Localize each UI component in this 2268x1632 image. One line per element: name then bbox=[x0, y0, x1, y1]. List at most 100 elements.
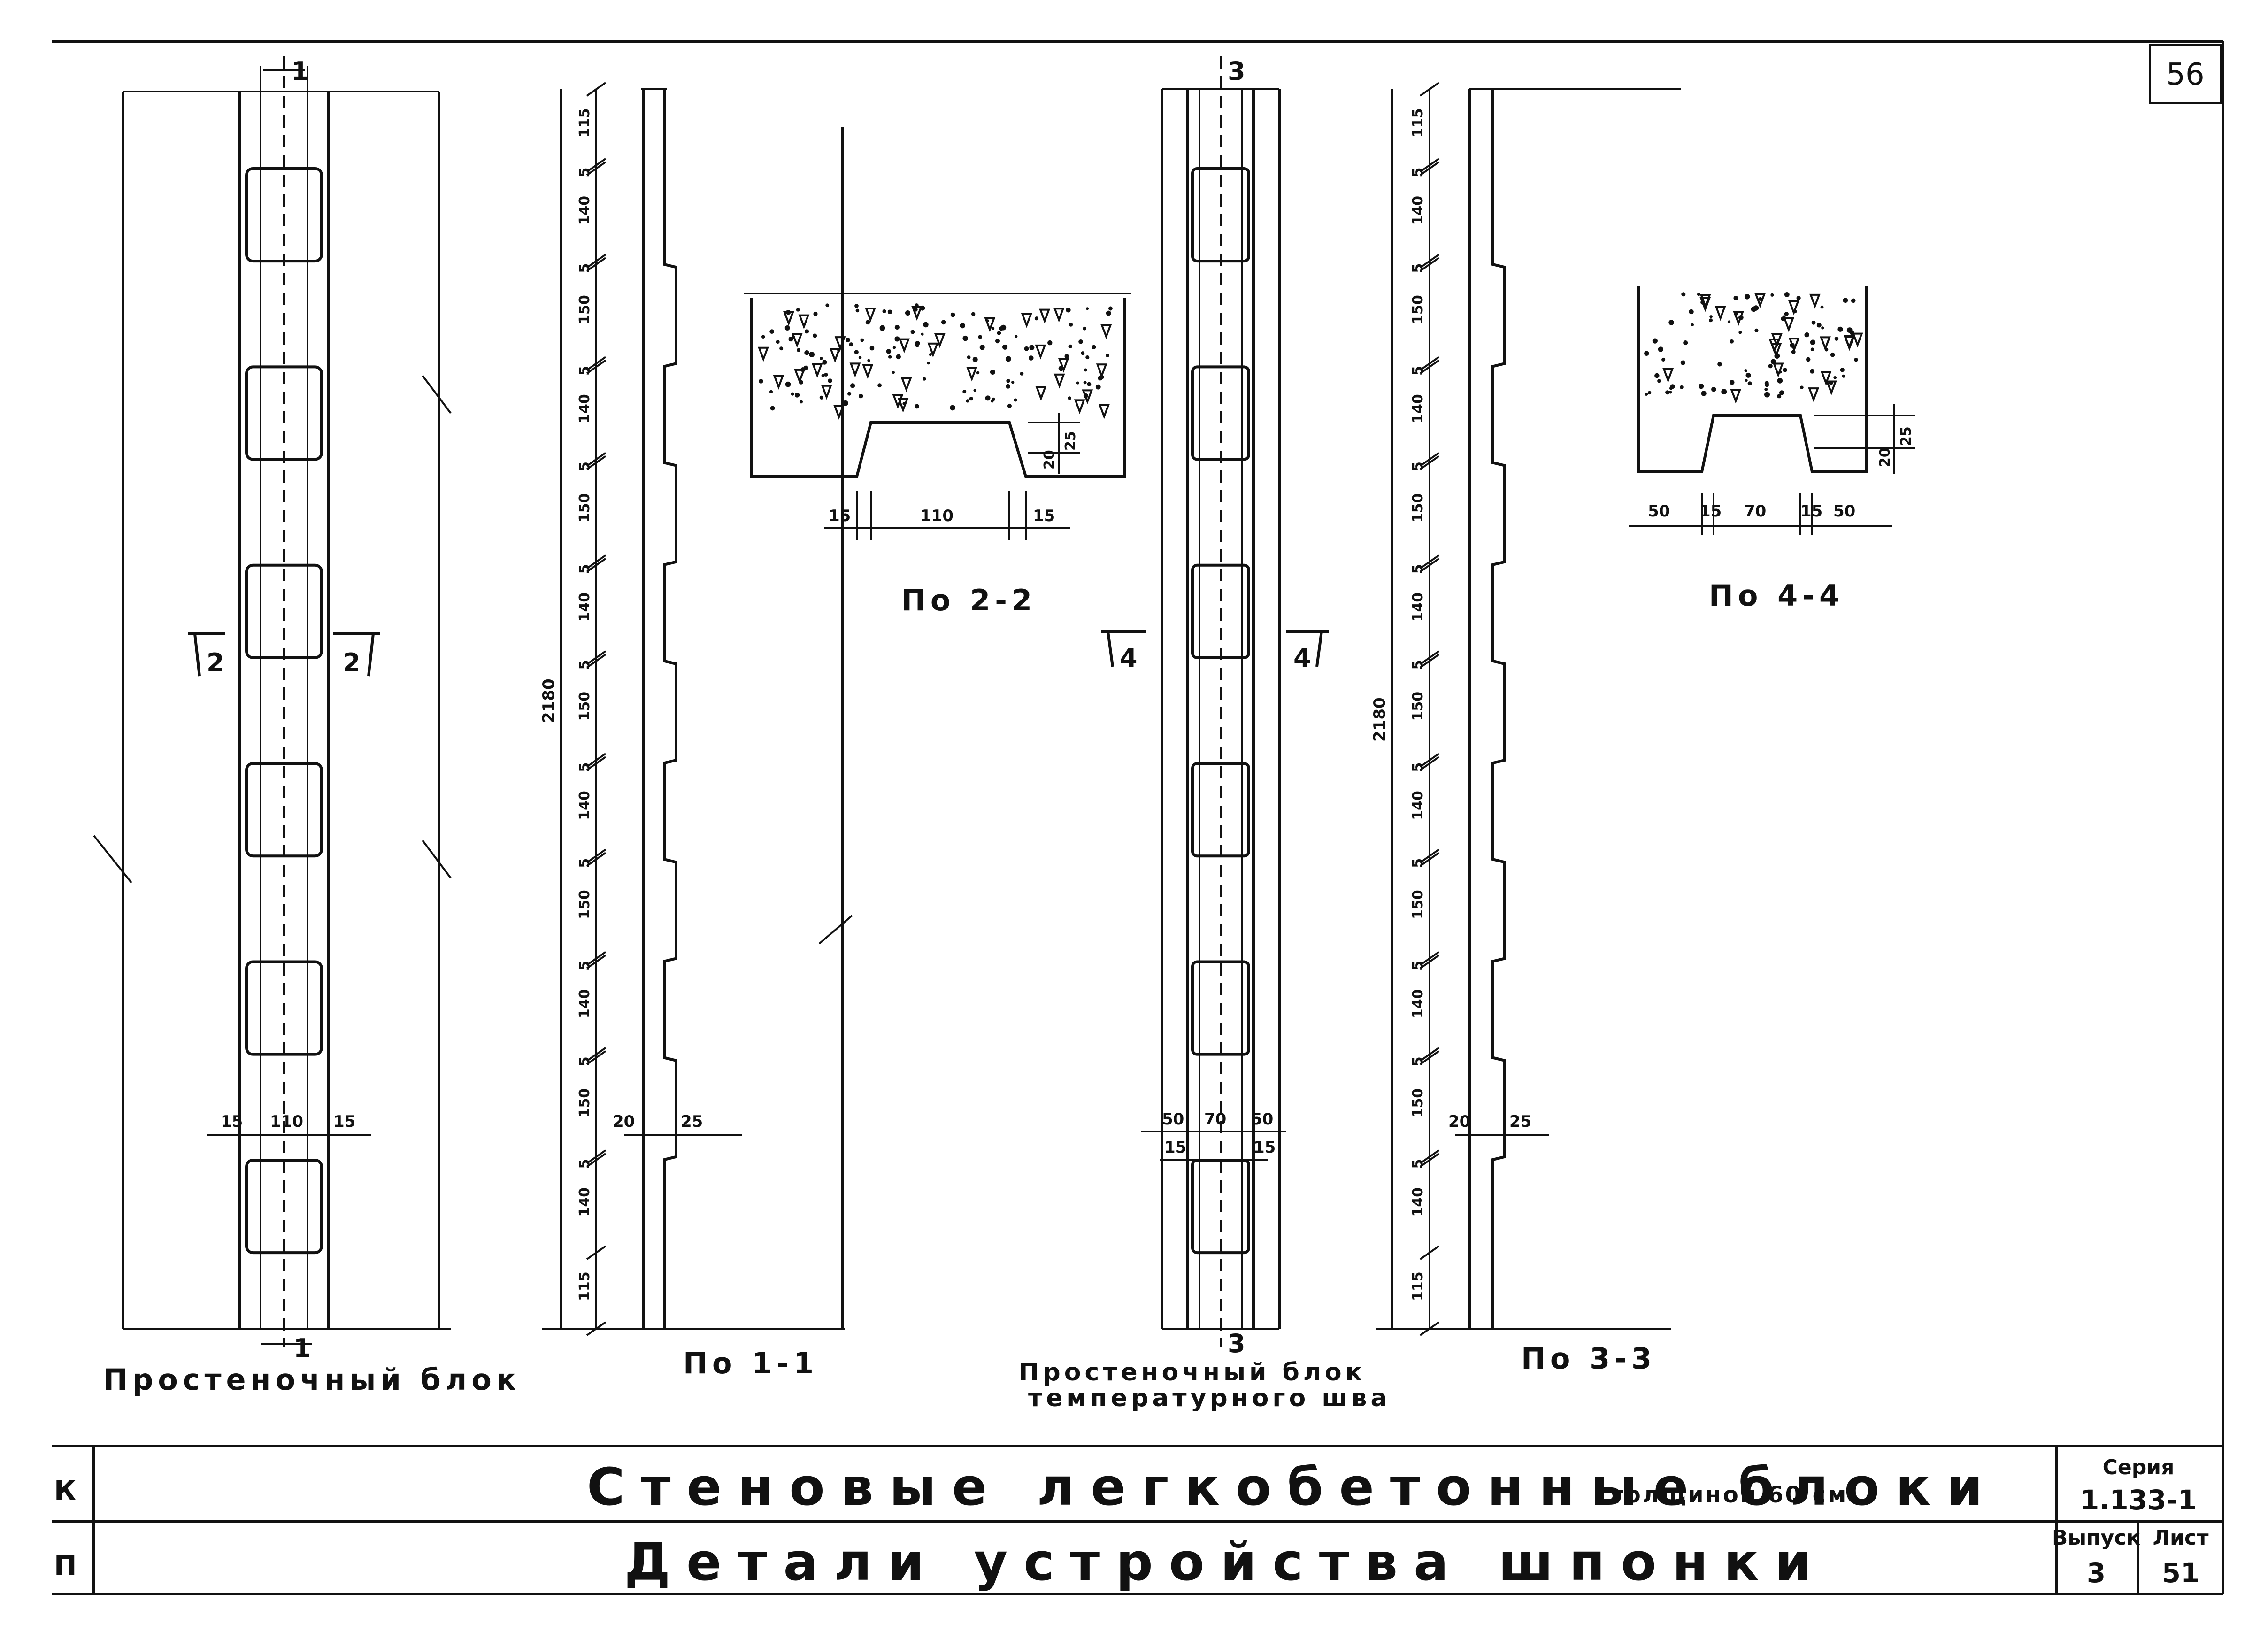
dim-tick bbox=[586, 951, 607, 966]
aggregate-dot bbox=[1700, 300, 1705, 305]
dim-tick bbox=[586, 452, 607, 467]
dim-chain-value: 140 bbox=[1410, 1187, 1426, 1217]
aggregate-dot bbox=[860, 338, 864, 342]
aggregate-dot bbox=[821, 374, 825, 377]
aggregate-dot bbox=[1800, 385, 1804, 390]
aggregate-mark bbox=[865, 307, 876, 323]
aggregate-dot bbox=[1745, 379, 1748, 382]
aggregate-dot bbox=[915, 341, 920, 346]
aggregate-dot bbox=[799, 400, 803, 404]
dim-chain-value: 140 bbox=[577, 196, 593, 225]
aggregate-dot bbox=[979, 345, 985, 350]
aggregate-mark bbox=[899, 338, 910, 354]
aggregate-mark bbox=[1820, 336, 1831, 352]
aggregate-mark bbox=[1843, 335, 1855, 350]
break-mark-2 bbox=[93, 835, 132, 884]
aggregate-mark bbox=[834, 336, 846, 351]
aggregate-dot bbox=[1811, 320, 1816, 325]
aggregate-mark bbox=[1730, 389, 1742, 404]
aggregate-mark bbox=[900, 377, 912, 393]
shear-key bbox=[245, 960, 323, 1056]
aggregate-dot bbox=[1777, 378, 1783, 384]
aggregate-mark bbox=[1714, 306, 1726, 321]
aggregate-dot bbox=[1661, 357, 1666, 362]
dim-tick bbox=[586, 158, 607, 173]
aggregate-dot bbox=[1020, 371, 1024, 376]
aggregate-mark bbox=[1035, 386, 1047, 401]
shear-key bbox=[245, 365, 323, 461]
aggregate-mark bbox=[1808, 387, 1820, 402]
dim-chain-value: 5 bbox=[1410, 1159, 1426, 1169]
dim-chain-value: 5 bbox=[1410, 1056, 1426, 1066]
page-number: 56 bbox=[2166, 57, 2204, 92]
aggregate-dot bbox=[941, 320, 946, 325]
aggregate-dot bbox=[1006, 378, 1010, 383]
aggregate-dot bbox=[846, 338, 851, 342]
aggregate-dot bbox=[822, 360, 827, 365]
aggregate-dot bbox=[1709, 318, 1713, 323]
aggregate-mark bbox=[798, 314, 810, 330]
v3-dim-top-3: 50 bbox=[1251, 1110, 1273, 1129]
dim-tick bbox=[586, 848, 607, 863]
dim-chain-value: 150 bbox=[1410, 890, 1426, 919]
tb-sheet-value: 51 bbox=[2162, 1557, 2200, 1589]
tb-row1-left: К bbox=[54, 1475, 76, 1507]
aggregate-dot bbox=[1652, 338, 1658, 344]
aggregate-dot bbox=[927, 362, 930, 365]
aggregate-dot bbox=[894, 325, 900, 330]
dim-tick bbox=[1419, 1050, 1440, 1065]
aggregate-dot bbox=[1774, 353, 1780, 359]
caption-section-2-2: По 2-2 bbox=[901, 583, 1037, 617]
view-section-3-3: 1155140515051405150514051505140515051405… bbox=[1370, 82, 1681, 1376]
aggregate-dot bbox=[991, 400, 994, 403]
aggregate-dot bbox=[784, 325, 790, 331]
aggregate-dot bbox=[887, 309, 892, 315]
aggregate-mark bbox=[966, 367, 977, 382]
dim-tick bbox=[1419, 257, 1440, 272]
dim-tick bbox=[586, 1153, 607, 1168]
aggregate-dot bbox=[1034, 316, 1039, 321]
dim-tick bbox=[586, 455, 607, 470]
aggregate-dot bbox=[794, 393, 800, 398]
d22-dim-mid: 110 bbox=[920, 507, 953, 525]
aggregate-mark bbox=[927, 342, 939, 358]
dim-tick bbox=[1419, 356, 1440, 371]
dim-chain-value: 5 bbox=[577, 564, 593, 574]
v2-total-dim: 2180 bbox=[539, 678, 558, 723]
aggregate-mark bbox=[758, 346, 769, 362]
aggregate-dot bbox=[1099, 375, 1104, 380]
aggregate-dot bbox=[1783, 368, 1787, 372]
aggregate-dot bbox=[966, 399, 969, 403]
tb-issue-label: Выпуск bbox=[2052, 1526, 2140, 1550]
v2-dim-b: 25 bbox=[681, 1112, 703, 1131]
aggregate-dot bbox=[825, 303, 830, 308]
aggregate-mark bbox=[1074, 399, 1085, 415]
aggregate-dot bbox=[1681, 292, 1686, 297]
aggregate-dot bbox=[950, 405, 956, 411]
aggregate-dot bbox=[892, 371, 895, 374]
aggregate-dot bbox=[1076, 381, 1080, 385]
aggregate-mark bbox=[811, 363, 823, 378]
aggregate-mark bbox=[1770, 343, 1782, 358]
aggregate-dot bbox=[799, 380, 803, 385]
dim-tick bbox=[586, 1321, 607, 1336]
aggregate-dot bbox=[1645, 393, 1648, 396]
aggregate-dot bbox=[813, 333, 817, 338]
aggregate-dot bbox=[1744, 369, 1747, 372]
aggregate-mark bbox=[911, 306, 923, 321]
dim-tick bbox=[1419, 954, 1440, 970]
d44-dim-5: 50 bbox=[1833, 502, 1855, 521]
aggregate-dot bbox=[972, 357, 978, 362]
aggregate-dot bbox=[761, 335, 765, 339]
aggregate-dot bbox=[1701, 391, 1707, 396]
dim-chain-value: 5 bbox=[577, 762, 593, 772]
dim-tick bbox=[1419, 455, 1440, 470]
aggregate-dot bbox=[1657, 379, 1661, 383]
aggregate-dot bbox=[1106, 354, 1109, 357]
tb-title-suffix: толщиной 60 см bbox=[1610, 1482, 1848, 1508]
aggregate-dot bbox=[892, 346, 896, 349]
aggregate-dot bbox=[1668, 320, 1674, 325]
aggregate-dot bbox=[1721, 389, 1727, 395]
d22-dim-h2: 25 bbox=[1062, 431, 1079, 451]
aggregate-dot bbox=[923, 322, 929, 328]
